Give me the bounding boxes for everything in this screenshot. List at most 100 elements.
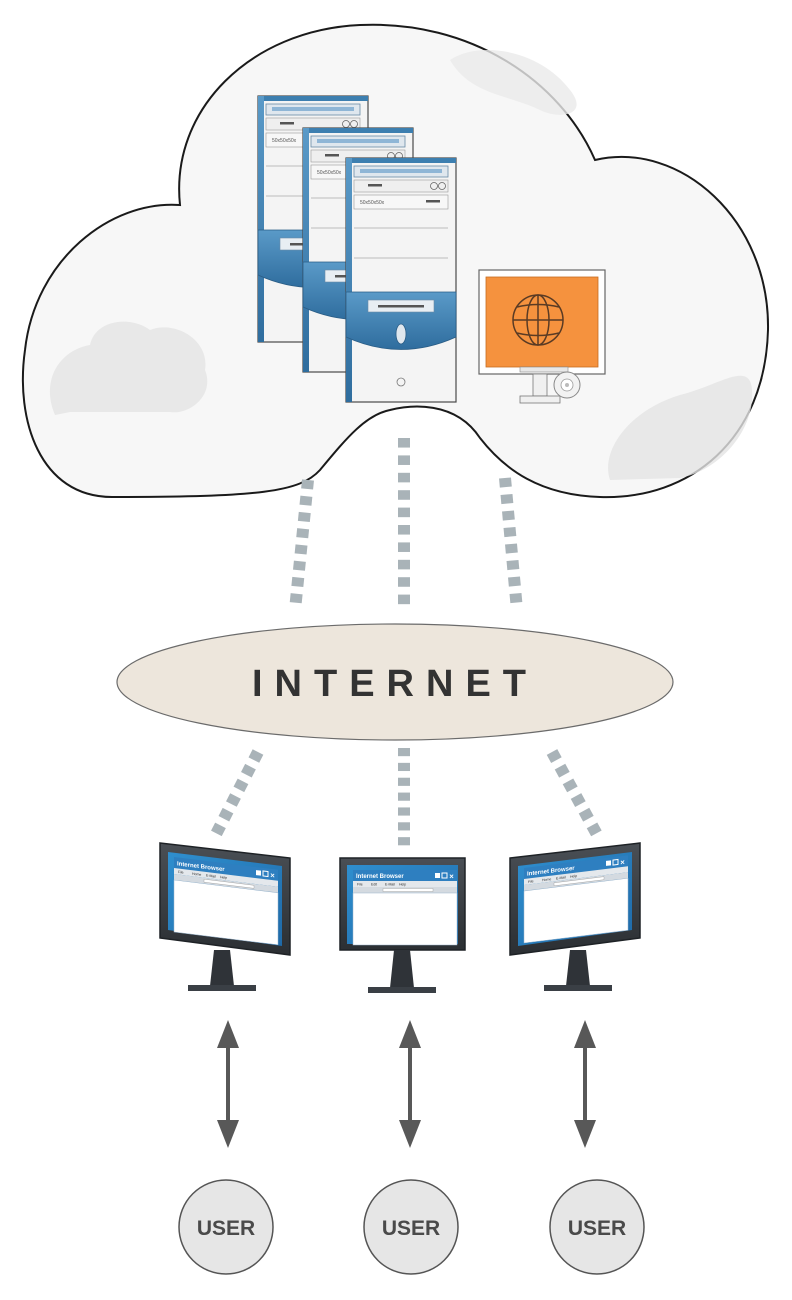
browser-menu-item: File <box>357 883 363 887</box>
maximize-icon <box>262 870 269 878</box>
address-bar <box>382 888 434 892</box>
server-towers: 50x50x50x 50x50x50x 50x50x50x <box>257 95 457 403</box>
connector-dash <box>299 495 313 506</box>
internet-ellipse <box>116 623 674 741</box>
connector-dash <box>218 807 234 822</box>
browser-menu-item: E-Mail <box>385 883 395 887</box>
maximize-icon <box>612 858 619 866</box>
connector-dash <box>233 778 249 793</box>
browser-menu-item: E-Mail <box>556 875 566 880</box>
connector-dash <box>500 493 514 505</box>
browser-titlebar <box>524 855 628 879</box>
user-circle <box>363 1179 459 1275</box>
browser-title: Internet Browser <box>527 866 575 878</box>
browser-menu-item: Edit <box>371 883 377 887</box>
cloud-shade-right <box>608 375 753 480</box>
drive-indicator <box>280 122 294 125</box>
browser-menu-item: E-Mail <box>206 873 216 878</box>
user-node: USER <box>549 1179 645 1275</box>
connector-dash <box>554 763 570 778</box>
drive-indicator <box>325 154 339 157</box>
drive-bay <box>353 194 449 210</box>
connector-dash <box>296 528 310 539</box>
connector-dash <box>248 749 264 763</box>
connector-dash <box>499 477 512 488</box>
cloud-shade-left <box>49 321 208 415</box>
monitor-neck <box>390 950 414 988</box>
connector-dash <box>506 559 520 571</box>
monitor-neck <box>210 950 234 986</box>
browser-menu-item: Help <box>570 874 577 879</box>
connector-dash <box>211 822 226 837</box>
connector-dash <box>241 763 256 778</box>
browser-titlebar <box>353 870 457 881</box>
connector-dash <box>226 793 241 807</box>
close-icon: ✕ <box>449 874 454 881</box>
cloud-monitor-base <box>519 395 561 404</box>
connector-dash <box>293 560 306 571</box>
monitor-base <box>188 985 256 991</box>
drive-controls <box>353 179 449 193</box>
drive-indicator <box>368 184 382 187</box>
connector-dash <box>289 593 303 604</box>
browser-menu-item: Home <box>192 872 201 877</box>
bidirectional-arrow-icon <box>399 1020 421 1148</box>
browser-menu-item: File <box>528 879 534 884</box>
connector-dash <box>562 778 578 793</box>
monitor-neck <box>566 950 590 986</box>
tower-top-band <box>352 158 456 163</box>
optical-drive-slot <box>360 169 442 173</box>
tower-side-strip <box>303 128 309 372</box>
drive-indicator <box>426 200 440 203</box>
users: USER USER USER <box>178 1179 645 1275</box>
browser-menu-item: Home <box>542 877 551 882</box>
connector-dash <box>578 807 594 822</box>
tower-side-strip <box>258 96 264 342</box>
cloud-monitor-neck <box>532 373 548 397</box>
minimize-icon <box>256 870 261 876</box>
browser-title: Internet Browser <box>177 861 225 873</box>
user-label: USER <box>197 1217 255 1240</box>
connector-dash <box>508 576 521 587</box>
connector-dash <box>509 592 523 604</box>
cloud-monitor <box>478 269 606 404</box>
user-node: USER <box>178 1179 274 1275</box>
server-tower: 50x50x50x <box>345 157 457 403</box>
address-bar <box>203 878 255 889</box>
internet-node: INTERNET <box>116 623 674 741</box>
connector-dash <box>297 511 311 523</box>
user-label: USER <box>382 1217 440 1240</box>
globe-icon <box>512 294 564 346</box>
drive-label: 50x50x50x <box>360 200 385 206</box>
drive-label: 50x50x50x <box>317 170 342 176</box>
browser-title: Internet Browser <box>356 874 404 880</box>
internet-label: INTERNET <box>252 663 538 705</box>
minimize-icon <box>606 860 611 866</box>
power-button-icon <box>395 323 407 345</box>
tower-top-band <box>309 128 413 133</box>
browser-menubar <box>524 866 628 885</box>
browser-content <box>173 879 279 946</box>
browser-menu-item: Help <box>220 875 227 880</box>
address-bar <box>553 876 605 887</box>
floppy-slot <box>378 305 424 308</box>
cloud-monitor-button-strip <box>519 366 569 373</box>
connector-dash <box>291 576 305 588</box>
user-node: USER <box>363 1179 459 1275</box>
user-circle <box>178 1179 274 1275</box>
bidirectional-arrow-icon <box>217 1020 239 1148</box>
browser-menubar <box>174 868 278 887</box>
bidirectional-arrow-icon <box>574 1020 596 1148</box>
reset-button-icon <box>396 377 406 387</box>
tower-top-band <box>264 96 368 101</box>
drive-label: 50x50x50x <box>272 138 297 144</box>
monitor-base <box>544 985 612 991</box>
maximize-icon <box>441 872 448 879</box>
close-icon: ✕ <box>620 859 625 867</box>
connector-dash <box>294 544 308 555</box>
